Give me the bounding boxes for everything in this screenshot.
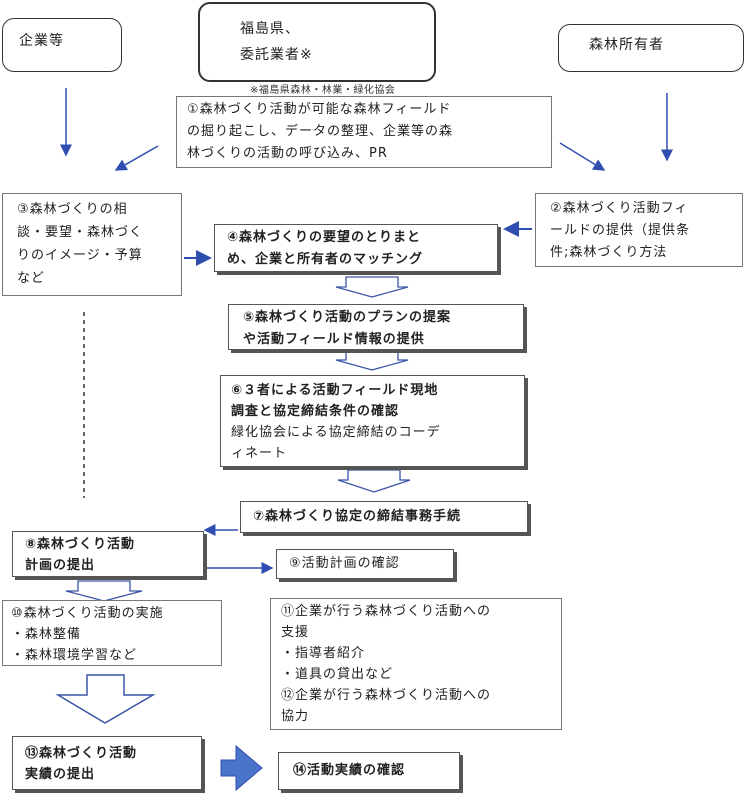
filled-arrow-s13-to-s14 bbox=[220, 744, 263, 792]
step-3-line-2: 談・要望・森林づく bbox=[17, 225, 144, 240]
step-3-line-4: など bbox=[17, 271, 46, 286]
fukushima-line-2: 委託業者※ bbox=[240, 47, 313, 63]
kigyou-label: 企業等 bbox=[19, 33, 64, 49]
step-7-box: ⑦森林づくり協定の締結事務手続 bbox=[240, 501, 528, 533]
step-3-box: ③森林づくりの相 談・要望・森林づく りのイメージ・予算 など bbox=[2, 193, 182, 296]
step-2-box: ②森林づくり活動フィ ールドの提供（提供条 件;森林づくり方法 bbox=[535, 193, 743, 267]
step-1-line-3: 林づくりの活動の呼び込み、PR bbox=[187, 146, 388, 161]
step-5-box: ⑤森林づくり活動のプランの提案 や活動フィールド情報の提供 bbox=[228, 304, 524, 350]
step-6-line-1: ⑥３者による活動フィールド現地 bbox=[231, 383, 439, 398]
step-14-label: ⑭活動実績の確認 bbox=[293, 763, 406, 778]
step-3-line-1: ③森林づくりの相 bbox=[17, 202, 128, 217]
step-13-line-2: 実績の提出 bbox=[25, 767, 96, 782]
step-10-line-2: ・森林整備 bbox=[11, 627, 82, 642]
step-10-line-1: ⑩森林づくり活動の実施 bbox=[11, 606, 164, 621]
step-13-box: ⑬森林づくり活動 実績の提出 bbox=[12, 736, 202, 790]
step-11-line-4: ・道具の貸出など bbox=[281, 667, 394, 682]
step-6-line-3: 緑化協会による協定締結のコーデ bbox=[231, 425, 441, 440]
step-2-line-3: 件;森林づくり方法 bbox=[550, 245, 668, 260]
owner-label: 森林所有者 bbox=[589, 37, 664, 53]
step-6-line-4: ィネート bbox=[231, 446, 288, 461]
step-5-line-2: や活動フィールド情報の提供 bbox=[243, 332, 425, 347]
kigyou-box: 企業等 bbox=[2, 18, 122, 72]
arrow-s1-to-s2 bbox=[559, 142, 606, 171]
step-12-line-2: 協力 bbox=[281, 709, 310, 724]
fukushima-box: 福島県、 委託業者※ bbox=[198, 2, 436, 82]
step-7-label: ⑦森林づくり協定の締結事務手続 bbox=[253, 509, 462, 524]
step-4-box: ④森林づくりの要望のとりまと め、企業と所有者のマッチング bbox=[214, 224, 498, 272]
step-14-box: ⑭活動実績の確認 bbox=[278, 752, 460, 790]
block-arrow-2 bbox=[335, 349, 409, 371]
step-2-line-1: ②森林づくり活動フィ bbox=[550, 201, 689, 216]
block-arrow-3 bbox=[337, 469, 411, 493]
step-9-box: ⑨活動計画の確認 bbox=[276, 549, 454, 579]
step-12-line-1: ⑫企業が行う森林づくり活動への bbox=[281, 688, 492, 703]
step-5-line-1: ⑤森林づくり活動のプランの提案 bbox=[243, 310, 452, 325]
step-8-line-1: ⑧森林づくり活動 bbox=[25, 537, 136, 552]
step-8-box: ⑧森林づくり活動 計画の提出 bbox=[12, 531, 204, 577]
affiliate-note: ※福島県森林・林業・緑化協会 bbox=[250, 85, 396, 96]
step-11-line-2: 支援 bbox=[281, 625, 310, 640]
step-1-line-2: の掘り起こし、データの整理、企業等の森 bbox=[187, 124, 454, 139]
step-6-box: ⑥３者による活動フィールド現地 調査と協定締結条件の確認 緑化協会による協定締結… bbox=[220, 375, 525, 467]
step-1-line-1: ①森林づくり活動が可能な森林フィールド bbox=[187, 102, 452, 117]
step-3-line-3: りのイメージ・予算 bbox=[17, 248, 143, 263]
step-9-label: ⑨活動計画の確認 bbox=[289, 556, 400, 571]
step-4-line-2: め、企業と所有者のマッチング bbox=[227, 252, 424, 267]
block-arrow-1 bbox=[335, 276, 409, 298]
block-arrow-4 bbox=[65, 580, 143, 602]
fukushima-line-1: 福島県、 bbox=[240, 21, 300, 37]
arrow-s1-to-s3 bbox=[114, 145, 159, 171]
step-10-line-3: ・森林環境学習など bbox=[11, 648, 138, 663]
step-13-line-1: ⑬森林づくり活動 bbox=[25, 746, 138, 761]
step-10-box: ⑩森林づくり活動の実施 ・森林整備 ・森林環境学習など bbox=[2, 600, 222, 666]
step-2-line-2: ールドの提供（提供条 bbox=[550, 223, 691, 238]
step-1-box: ①森林づくり活動が可能な森林フィールド の掘り起こし、データの整理、企業等の森 … bbox=[176, 96, 552, 168]
step-4-line-1: ④森林づくりの要望のとりまと bbox=[227, 230, 422, 245]
step-6-line-2: 調査と協定締結条件の確認 bbox=[231, 404, 400, 419]
block-arrow-5 bbox=[55, 674, 156, 724]
step-8-line-2: 計画の提出 bbox=[25, 558, 96, 573]
step-11-box: ⑪企業が行う森林づくり活動への 支援 ・指導者紹介 ・道具の貸出など ⑫企業が行… bbox=[270, 598, 562, 730]
step-11-line-1: ⑪企業が行う森林づくり活動への bbox=[281, 604, 492, 619]
owner-box: 森林所有者 bbox=[558, 24, 744, 72]
step-11-line-3: ・指導者紹介 bbox=[281, 646, 366, 661]
